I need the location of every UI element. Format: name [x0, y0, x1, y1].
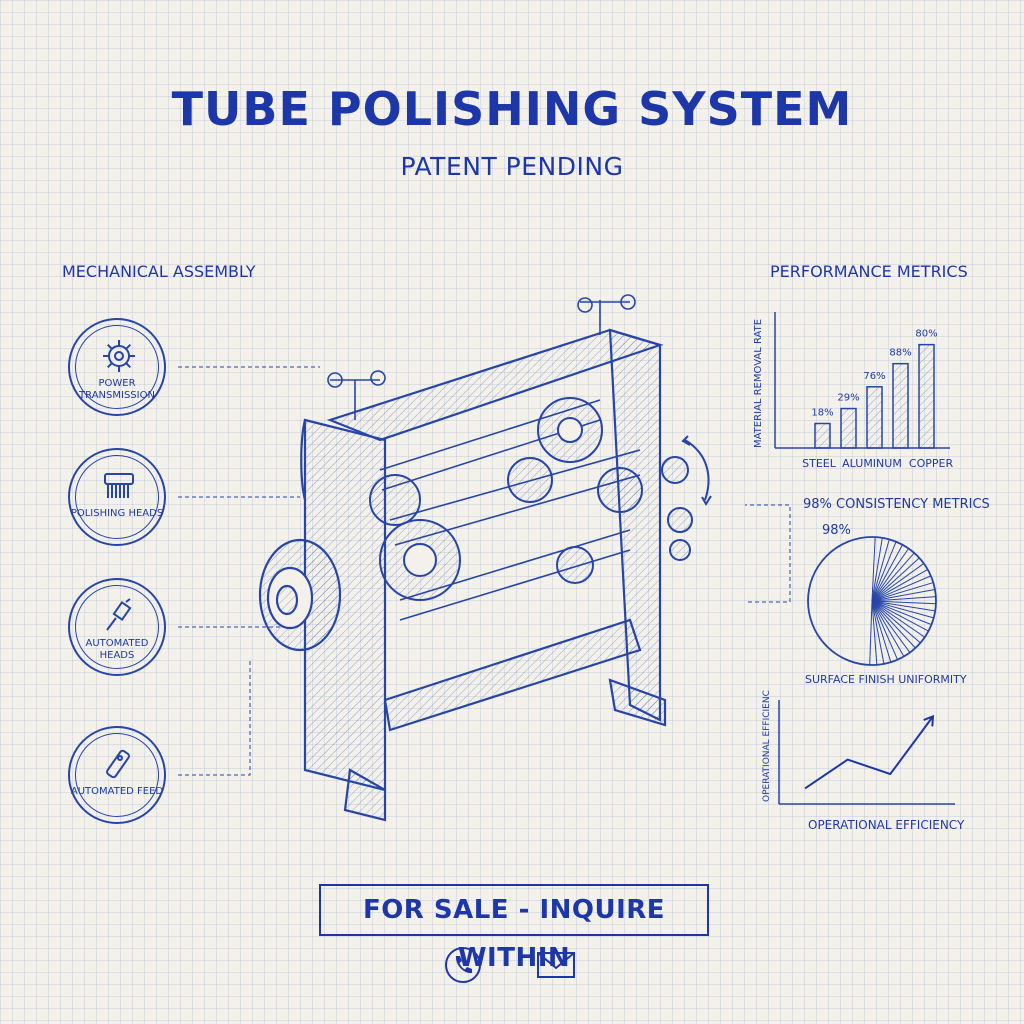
component-polishing-heads: POLISHING HEADS	[68, 448, 166, 546]
bar-value-label: 18%	[811, 408, 833, 419]
line-arrowhead	[923, 714, 935, 727]
pie-slice-ray	[871, 600, 905, 657]
bar-category-label: ALUMINUM	[842, 457, 902, 470]
pie-slice-ray	[871, 563, 925, 602]
pie-slice-ray	[871, 537, 876, 602]
pie-slice-ray	[871, 600, 932, 626]
bar-value-label: 88%	[889, 348, 911, 359]
mechanical-assembly-label: MECHANICAL ASSEMBLY	[62, 262, 256, 281]
envelope-icon[interactable]	[536, 950, 576, 980]
bar-value-label: 76%	[863, 371, 885, 382]
component-automated-feed: AUTOMATED FEED	[68, 726, 166, 824]
component-power-transmission: POWER TRANSMISSION	[68, 318, 166, 416]
pie-slice-ray	[871, 600, 926, 638]
pie-slice-ray	[871, 600, 929, 632]
bar-4	[918, 343, 935, 449]
pie-slice-ray	[871, 600, 936, 605]
gear-icon	[103, 340, 135, 372]
component-label: AUTOMATED FEED	[70, 786, 164, 797]
leader-line	[745, 504, 791, 603]
feed-icon	[106, 749, 130, 779]
bar-value-label: 80%	[915, 329, 937, 340]
pie-slice-ray	[871, 600, 936, 612]
line-chart: OPERATIONAL EFFICIENCY	[762, 690, 955, 805]
bar-2	[866, 386, 883, 449]
pie-slice-ray	[871, 600, 892, 663]
pie-slice-ray	[871, 537, 883, 602]
bar-category-label: STEEL	[802, 457, 837, 470]
performance-metrics-label: PERFORMANCE METRICS	[770, 262, 968, 281]
pie-slice-ray	[871, 589, 936, 602]
bar-3	[892, 362, 909, 449]
component-label: POWER TRANSMISSION	[79, 378, 155, 401]
pie-outline	[807, 536, 937, 666]
pie-slice-ray	[871, 600, 878, 665]
phone-icon[interactable]	[443, 945, 483, 985]
pie-slice-ray	[871, 600, 885, 664]
pie-slice-ray	[871, 548, 909, 602]
pie-slice-ray	[871, 600, 921, 644]
pie-slice-ray	[869, 600, 873, 665]
bar-1	[840, 407, 857, 449]
pie-caption: SURFACE FINISH UNIFORMITY	[805, 673, 967, 686]
pie-slice-ray	[871, 552, 915, 602]
brush-icon	[104, 473, 134, 498]
pie-slice-ray	[871, 600, 934, 619]
pie-slice-ray	[871, 582, 934, 602]
pie-slice-ray	[871, 600, 916, 649]
pie-slice-ray	[871, 539, 890, 602]
pie-slice-ray	[871, 600, 899, 660]
page-subtitle: PATENT PENDING	[400, 152, 624, 181]
component-label: POLISHING HEADS	[70, 508, 164, 519]
pie-title: 98% CONSISTENCY METRICS	[803, 497, 990, 512]
leader-line	[178, 660, 251, 776]
component-label: AUTOMATED HEADS	[85, 638, 149, 661]
bar-category-label: COPPER	[909, 457, 954, 470]
tool-head-icon	[106, 598, 132, 631]
pie-slice-ray	[871, 569, 928, 602]
bar-ylabel: MATERIAL REMOVAL RATE	[753, 319, 764, 448]
pie-slice-ray	[871, 575, 932, 602]
pie-slice-ray	[871, 600, 911, 653]
pie-slice-ray	[871, 541, 897, 602]
pie-value-label: 98%	[822, 523, 851, 538]
page-title: TUBE POLISHING SYSTEM	[171, 82, 853, 136]
bar-0	[814, 422, 831, 449]
line-caption: OPERATIONAL EFFICIENCY	[808, 818, 965, 832]
pie-slice-ray	[871, 544, 903, 602]
bar-chart: MATERIAL REMOVAL RATE 18% 29% 76% 88% 80% ST…	[753, 312, 954, 470]
component-automated-heads: AUTOMATED HEADS	[68, 578, 166, 676]
line-series	[804, 715, 934, 790]
for-sale-banner[interactable]: FOR SALE - INQUIRE WITHIN	[319, 884, 709, 973]
pie-slice-ray	[871, 557, 920, 602]
pie-chart	[807, 536, 937, 666]
bar-value-label: 29%	[837, 393, 859, 404]
pie-slice-ray	[871, 596, 936, 602]
line-ylabel: OPERATIONAL EFFICIENCY	[762, 690, 772, 802]
